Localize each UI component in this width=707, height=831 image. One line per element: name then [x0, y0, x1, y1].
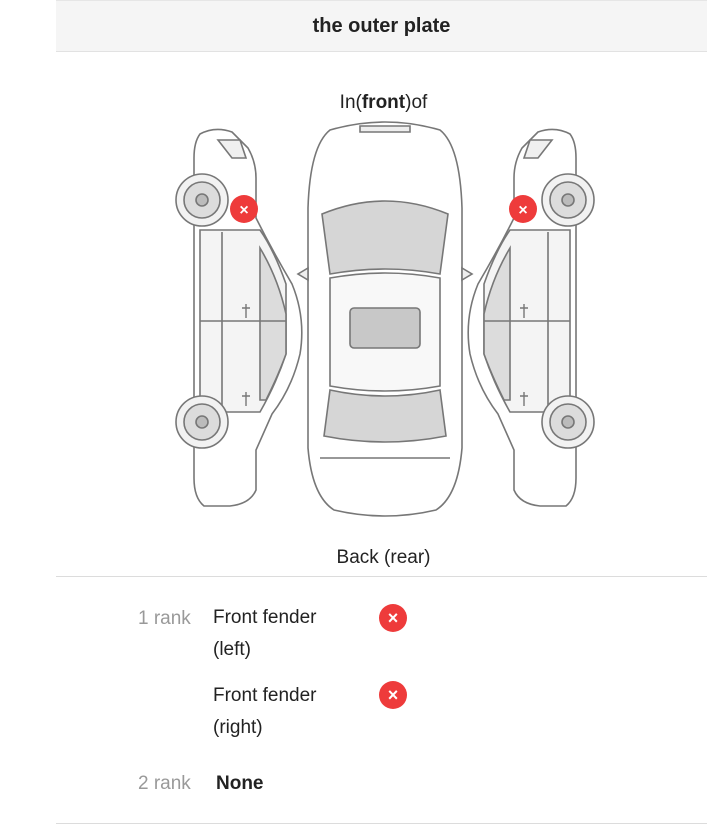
front-label: In(front)of — [0, 92, 707, 114]
divider — [56, 823, 707, 824]
list-item-front-fender-right: Front fender (right) — [213, 680, 317, 744]
part-side: (left) — [213, 639, 251, 660]
svg-text:×: × — [518, 202, 527, 219]
front-label-suffix: )of — [405, 92, 428, 113]
part-name: Front fender — [213, 685, 317, 706]
front-label-bold: front — [361, 92, 406, 113]
rank-2-value: None — [216, 773, 264, 794]
divider — [56, 576, 707, 577]
car-right-side-view — [467, 128, 595, 507]
rank-1-label: 1 rank — [138, 608, 191, 629]
car-top-view — [296, 121, 474, 517]
back-label: Back (rear) — [336, 547, 431, 568]
section-header: the outer plate — [56, 0, 707, 52]
damage-marker-right-front-fender[interactable]: × — [509, 195, 537, 223]
section-title: the outer plate — [312, 14, 451, 37]
x-circle-icon: × — [379, 681, 407, 709]
front-label-prefix: In( — [339, 92, 362, 113]
part-side: (right) — [213, 717, 263, 738]
part-name: Front fender — [213, 607, 317, 628]
x-circle-icon: × — [379, 604, 407, 632]
car-left-side-view — [175, 128, 303, 507]
car-damage-diagram: × × — [175, 121, 595, 517]
rank-2-label: 2 rank — [138, 773, 191, 794]
damage-marker-left-front-fender[interactable]: × — [230, 195, 258, 223]
svg-text:×: × — [239, 202, 248, 219]
list-item-front-fender-left: Front fender (left) — [213, 602, 317, 666]
